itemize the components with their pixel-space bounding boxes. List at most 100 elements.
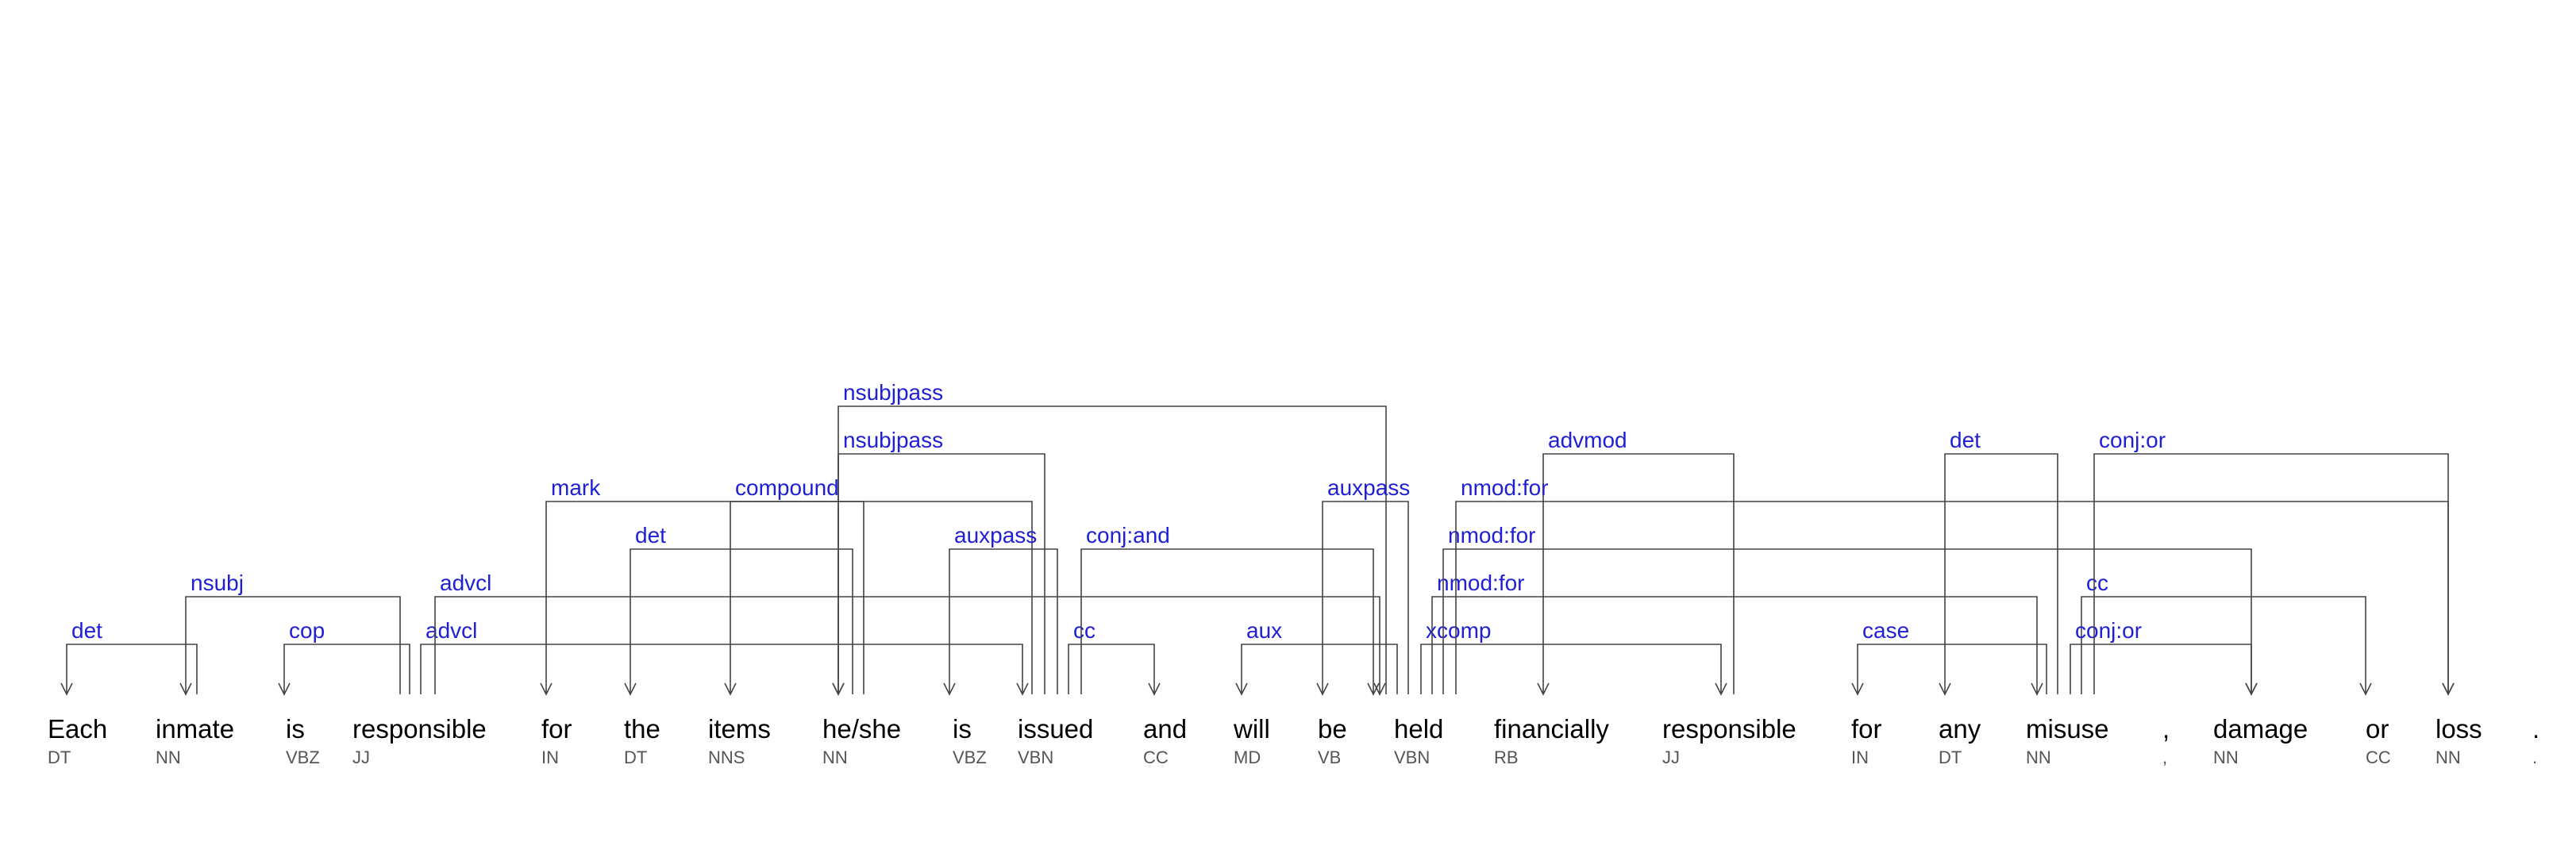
token-word: inmate bbox=[156, 714, 234, 744]
token-word: will bbox=[1233, 714, 1270, 744]
dependency-arc-det: det bbox=[1939, 428, 2058, 696]
arc-line bbox=[1542, 453, 1735, 694]
token-word: be bbox=[1318, 714, 1347, 744]
arc-line bbox=[1068, 644, 1155, 694]
dependency-arc-nmod-for: nmod:for bbox=[1431, 571, 2043, 696]
token-word: the bbox=[624, 714, 660, 744]
token-pos-tag: IN bbox=[1851, 747, 1869, 767]
arc-label: conj:or bbox=[2099, 428, 2166, 452]
arc-label: advcl bbox=[425, 618, 477, 643]
arrowhead-icon bbox=[1373, 682, 1386, 696]
dependency-arc-conj-or: conj:or bbox=[2093, 428, 2455, 696]
dependency-arc-nmod-for: nmod:for bbox=[1442, 523, 2258, 696]
arc-label: nsubjpass bbox=[843, 380, 943, 405]
token-pos-tag: MD bbox=[1234, 747, 1261, 767]
token-pos-tag: DT bbox=[1939, 747, 1962, 767]
token-word: held bbox=[1394, 714, 1443, 744]
arrowhead-icon bbox=[1148, 682, 1161, 696]
arc-label: case bbox=[1862, 618, 1909, 643]
token-pos-tag: NN bbox=[822, 747, 848, 767]
arc-line bbox=[1442, 548, 2252, 694]
token: ,, bbox=[2162, 714, 2170, 767]
token-word: items bbox=[708, 714, 771, 744]
arrowhead-icon bbox=[1939, 682, 1951, 696]
token-word: Each bbox=[48, 714, 107, 744]
token-word: misuse bbox=[2026, 714, 2109, 744]
arc-line bbox=[949, 548, 1058, 694]
token-pos-tag: DT bbox=[624, 747, 647, 767]
dependency-arc-auxpass: auxpass bbox=[1316, 475, 1410, 696]
arc-label: aux bbox=[1246, 618, 1282, 643]
arc-line bbox=[1322, 501, 1409, 694]
token-word: for bbox=[541, 714, 572, 744]
arrowhead-icon bbox=[943, 682, 956, 696]
arc-line bbox=[2093, 453, 2449, 694]
dependency-arc-nsubjpass: nsubjpass bbox=[832, 428, 1045, 696]
arc-line bbox=[630, 548, 853, 694]
dependency-arc-compound: compound bbox=[724, 475, 864, 696]
arc-line bbox=[66, 644, 198, 694]
dependency-arc-nmod-for: nmod:for bbox=[1455, 475, 2455, 696]
token-word: or bbox=[2366, 714, 2389, 744]
token-pos-tag: CC bbox=[2366, 747, 2391, 767]
arc-label: det bbox=[71, 618, 102, 643]
arc-line bbox=[1857, 644, 2047, 694]
token-pos-tag: IN bbox=[541, 747, 559, 767]
arc-label: det bbox=[1950, 428, 1981, 452]
token-word: loss bbox=[2435, 714, 2482, 744]
arc-label: xcomp bbox=[1426, 618, 1491, 643]
arc-line bbox=[2070, 644, 2252, 694]
arrowhead-icon bbox=[540, 682, 553, 696]
dependency-arc-nsubj: nsubj bbox=[179, 571, 401, 696]
token-pos-tag: JJ bbox=[1662, 747, 1680, 767]
arc-label: nsubj bbox=[191, 571, 244, 595]
arrowhead-icon bbox=[1016, 682, 1029, 696]
arc-label: cc bbox=[1073, 618, 1095, 643]
arc-line bbox=[837, 453, 1045, 694]
dependency-arc-advcl: advcl bbox=[434, 571, 1386, 696]
arrowhead-icon bbox=[2245, 682, 2258, 696]
dependency-arc-det: det bbox=[60, 618, 198, 696]
dependency-arc-det: det bbox=[624, 523, 853, 696]
arc-label: nmod:for bbox=[1448, 523, 1536, 548]
token-word: , bbox=[2162, 714, 2170, 744]
token-pos-tag: VBN bbox=[1394, 747, 1430, 767]
token-pos-tag: NNS bbox=[708, 747, 745, 767]
dependency-arc-advmod: advmod bbox=[1537, 428, 1735, 696]
token-pos-tag: RB bbox=[1494, 747, 1519, 767]
arrowhead-icon bbox=[2031, 682, 2043, 696]
arc-label: advcl bbox=[440, 571, 491, 595]
token-pos-tag: NN bbox=[2435, 747, 2461, 767]
token-pos-tag: VBZ bbox=[286, 747, 320, 767]
arc-line bbox=[1431, 596, 2038, 694]
arc-label: mark bbox=[551, 475, 601, 500]
token-word: issued bbox=[1018, 714, 1093, 744]
arc-label: compound bbox=[735, 475, 839, 500]
token-word: and bbox=[1143, 714, 1187, 744]
arc-label: auxpass bbox=[1327, 475, 1410, 500]
token-word: responsible bbox=[352, 714, 487, 744]
arrowhead-icon bbox=[60, 682, 73, 696]
arc-line bbox=[1944, 453, 2058, 694]
token-pos-tag: VB bbox=[1318, 747, 1341, 767]
token-pos-tag: CC bbox=[1143, 747, 1169, 767]
token-pos-tag: NN bbox=[2026, 747, 2051, 767]
arc-line bbox=[1420, 644, 1722, 694]
token-word: for bbox=[1851, 714, 1882, 744]
arrowhead-icon bbox=[1367, 682, 1380, 696]
token-pos-tag: NN bbox=[156, 747, 181, 767]
dependency-arc-conj-and: conj:and bbox=[1080, 523, 1380, 696]
